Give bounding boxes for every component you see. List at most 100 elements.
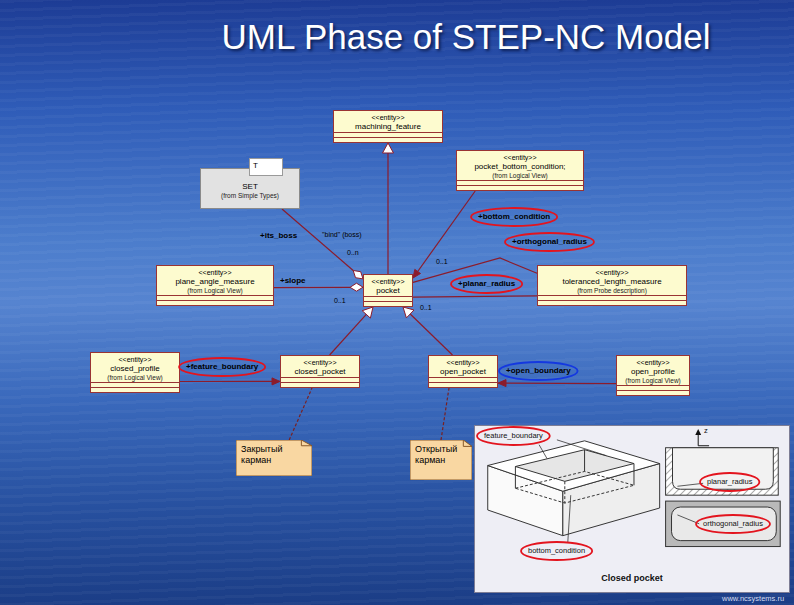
edge-label: +slope	[280, 276, 306, 286]
compartment	[157, 300, 273, 305]
node-text: pocket	[369, 286, 407, 296]
entity-box: <<entity>>machining_feature	[333, 110, 443, 143]
node-text: <<entity>>	[96, 355, 174, 364]
connector-path	[289, 388, 312, 440]
multiplicity: 0..1	[420, 303, 432, 312]
edge-label: +feature_boundary	[186, 362, 258, 372]
entity-box: <<entity>>closed_profile(from Logical Vi…	[90, 352, 180, 393]
highlight-ellipse	[696, 515, 770, 533]
highlight-ellipse	[451, 275, 522, 293]
node-text: <<entity>>	[543, 268, 681, 277]
highlight-ellipse	[499, 362, 578, 380]
node-text: <<entity>>	[286, 358, 354, 367]
edge-label: +planar_radius	[458, 279, 515, 289]
compartment	[91, 387, 179, 392]
node-text: <<entity>>	[462, 153, 578, 162]
arrow-head	[498, 380, 506, 387]
multiplicity: 0..1	[334, 296, 346, 305]
compartment	[334, 137, 442, 142]
connector-path	[413, 296, 537, 297]
arrow-head	[362, 307, 373, 318]
feature-callout: orthogonal_radius	[703, 519, 763, 529]
node-text: closed_profile	[96, 364, 174, 374]
highlight-ellipse	[521, 542, 592, 560]
connector-path	[274, 287, 350, 289]
node-text: (from Logical View)	[162, 287, 268, 295]
edge-label: +its_boss	[260, 231, 297, 241]
node-text: closed_pocket	[286, 367, 354, 377]
association-line	[289, 388, 312, 440]
connector-path	[180, 381, 272, 382]
entity-box: <<entity>>toleranced_length_measure(from…	[537, 265, 687, 306]
note-box: Закрытый карман	[236, 440, 312, 476]
node-text: <<entity>>	[369, 277, 407, 286]
node-text: Closed pocket	[475, 572, 789, 584]
entity-box: <<entity>>pocket_bottom_condition;(from …	[456, 150, 584, 191]
edge-label: +open_boundary	[506, 366, 571, 376]
node-text: (from Logical View)	[96, 374, 174, 382]
node-text: (from Probe description)	[543, 287, 681, 295]
node-text: T	[253, 161, 282, 171]
multiplicity: 0..1	[436, 257, 448, 266]
association-line	[441, 388, 449, 440]
node-text: machining_feature	[339, 122, 437, 132]
node-text: <<entity>>	[162, 268, 268, 277]
node-text: <<entity>>	[622, 358, 684, 367]
node-text: (from Simple Types)	[206, 192, 294, 200]
entity-box: <<entity>>pocket	[363, 274, 413, 307]
connector-path	[410, 314, 452, 355]
node-text: pocket_bottom_condition;	[462, 162, 578, 172]
feature-callout: feature_boundary	[484, 431, 543, 441]
highlight-ellipse	[700, 473, 759, 491]
compartment	[429, 382, 497, 387]
edge-label: +bottom_condition	[478, 212, 550, 222]
entity-box: <<entity>>open_profile(from Logical View…	[616, 355, 690, 396]
node-text: open_profile	[622, 367, 684, 377]
feature-callout: bottom_condition	[528, 546, 585, 556]
association-line	[403, 307, 453, 355]
association-line	[413, 258, 537, 282]
node-text: Открытый карман	[415, 444, 462, 466]
node-text: toleranced_length_measure	[543, 277, 681, 287]
association-line	[180, 378, 280, 385]
compartment	[281, 382, 359, 387]
arrow-head	[413, 269, 421, 278]
arrow-head	[383, 143, 394, 153]
node-text: plane_angle_measure	[162, 277, 268, 287]
multiplicity: 0..n	[347, 248, 359, 257]
watermark: www.ncsystems.ru	[722, 594, 784, 604]
note-box: Открытый карман	[410, 440, 472, 480]
stereotype-label: "bind" (boss)	[322, 230, 362, 239]
compartment	[617, 390, 689, 395]
node-text: Закрытый карман	[241, 444, 302, 466]
type-box: SET(from Simple Types)T	[200, 168, 300, 209]
connector-path	[441, 388, 449, 440]
association-line	[330, 307, 373, 355]
highlight-ellipse	[505, 233, 594, 251]
arrow-head	[353, 271, 363, 279]
compartment	[457, 185, 583, 190]
node-text: open_pocket	[434, 367, 492, 377]
node-text: (from Logical View)	[462, 172, 578, 180]
arrow-head	[403, 307, 414, 318]
closed-pocket-illustration	[475, 426, 789, 592]
node-text: <<entity>>	[434, 358, 492, 367]
association-line	[413, 191, 475, 278]
arrow-head	[272, 378, 280, 385]
node-text: SET	[206, 182, 294, 192]
association-line	[282, 209, 363, 279]
highlight-ellipse	[179, 358, 265, 376]
compartment	[364, 301, 412, 306]
slide-title: UML Phase of STEP-NC Model	[150, 16, 782, 58]
connector-path	[418, 191, 476, 272]
entity-box: <<entity>>plane_angle_measure(from Logic…	[156, 265, 274, 306]
inset-panel: Closed pocket	[474, 425, 790, 593]
highlight-ellipse	[471, 208, 557, 226]
axis-label: z	[704, 426, 708, 436]
entity-box: <<entity>>closed_pocket	[280, 355, 360, 388]
compartment	[538, 300, 686, 305]
entity-box: <<entity>>open_pocket	[428, 355, 498, 388]
